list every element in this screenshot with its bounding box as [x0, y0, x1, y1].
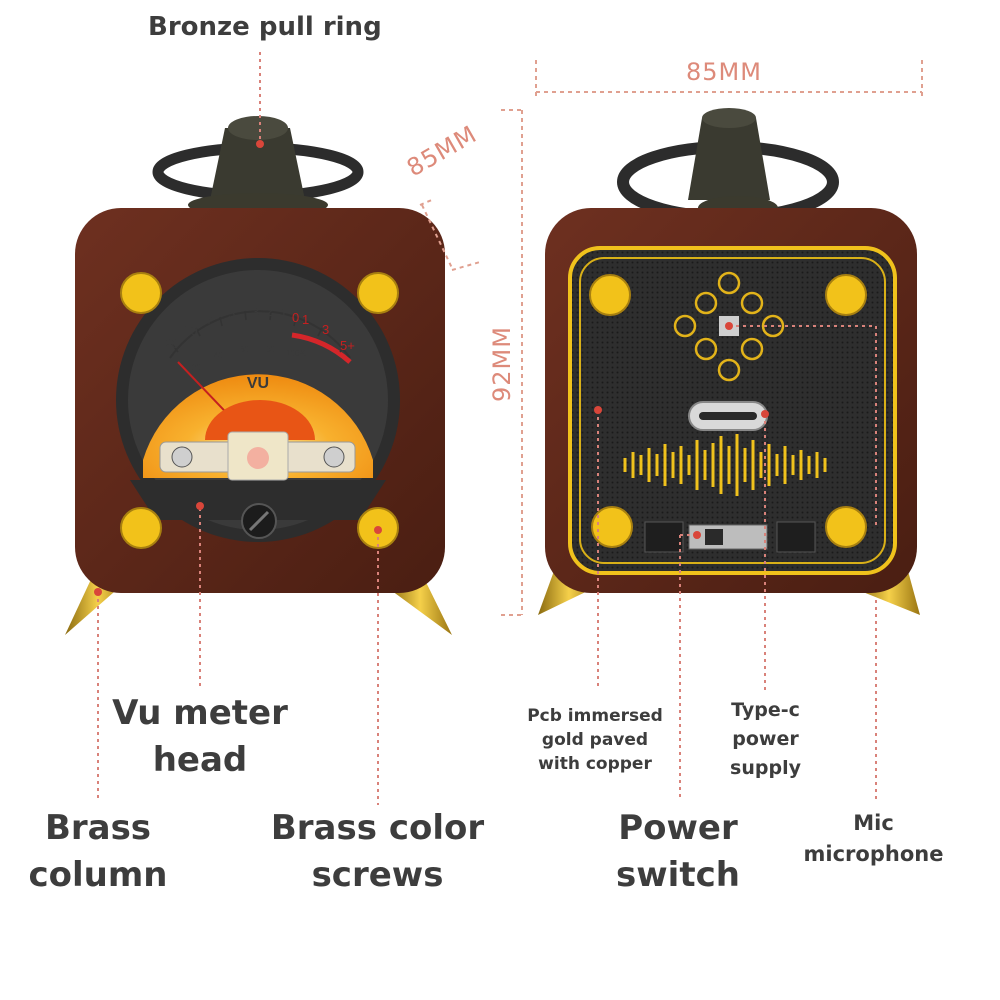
- scale-label: 7: [206, 312, 213, 327]
- scale-label: 3: [252, 304, 259, 319]
- brass-column-back-left: [538, 560, 600, 615]
- power-switch: [688, 524, 768, 550]
- brass-screws-label: Brass color screws: [270, 805, 485, 899]
- label-line: Power: [618, 808, 738, 848]
- brass-column-label: Brass column: [18, 805, 178, 899]
- label-line: microphone: [803, 842, 944, 866]
- percent-label: 20: [192, 363, 201, 372]
- height-dimension: 92MM: [488, 326, 516, 402]
- percent-label: 80: [266, 345, 275, 354]
- leader-dots: [94, 140, 769, 596]
- type-c-label: Type-c power supply: [708, 696, 823, 783]
- label-line: Brass: [44, 808, 152, 848]
- scale-label: 3: [322, 322, 329, 337]
- front-device: -20 10 7 5 3 2 1 0 1 3 5+ 20 40 60 80 10…: [65, 116, 452, 635]
- mic-label: Mic microphone: [796, 808, 951, 870]
- label-line: head: [152, 740, 248, 780]
- width-dimension: 85MM: [686, 58, 762, 86]
- back-device: [538, 108, 920, 615]
- percent-label: 60: [240, 345, 249, 354]
- scale-label: 10: [183, 323, 197, 338]
- label-line: Mic: [853, 811, 894, 835]
- label-line: column: [28, 855, 168, 895]
- label-line: power: [732, 728, 799, 750]
- scale-label: 0: [292, 310, 299, 325]
- percent-label: 40: [214, 351, 223, 360]
- label-line: switch: [616, 855, 740, 895]
- leader-lines: [97, 52, 877, 805]
- power-switch-label: Power switch: [598, 805, 758, 899]
- pull-ring-label: Bronze pull ring: [148, 12, 382, 42]
- label-line: supply: [730, 757, 801, 779]
- scale-label: -20: [160, 336, 179, 351]
- vu-meter-label: Vu meter head: [110, 690, 290, 784]
- label-line: gold paved: [541, 730, 649, 750]
- label-line: Brass color: [270, 808, 485, 848]
- scale-label: 1: [280, 306, 287, 321]
- label-line: Type-c: [731, 699, 800, 721]
- label-line: with copper: [538, 754, 652, 774]
- scale-label: 5: [228, 306, 235, 321]
- brass-screws: [120, 272, 399, 549]
- pcb-label: Pcb immersed gold paved with copper: [520, 704, 670, 776]
- dimension-lines: [419, 60, 923, 616]
- waveform: [623, 434, 827, 496]
- label-line: Pcb immersed: [527, 706, 663, 726]
- scale-label: 5+: [340, 338, 355, 353]
- scale-label: 2: [266, 304, 273, 319]
- scale-label: 1: [302, 312, 309, 327]
- mic-holes: [673, 271, 785, 382]
- label-line: screws: [311, 855, 444, 895]
- label-line: Vu meter: [112, 693, 288, 733]
- brass-screws-back: [589, 274, 867, 548]
- percent-label: 100%: [286, 349, 306, 358]
- meter-title: VU: [247, 375, 269, 392]
